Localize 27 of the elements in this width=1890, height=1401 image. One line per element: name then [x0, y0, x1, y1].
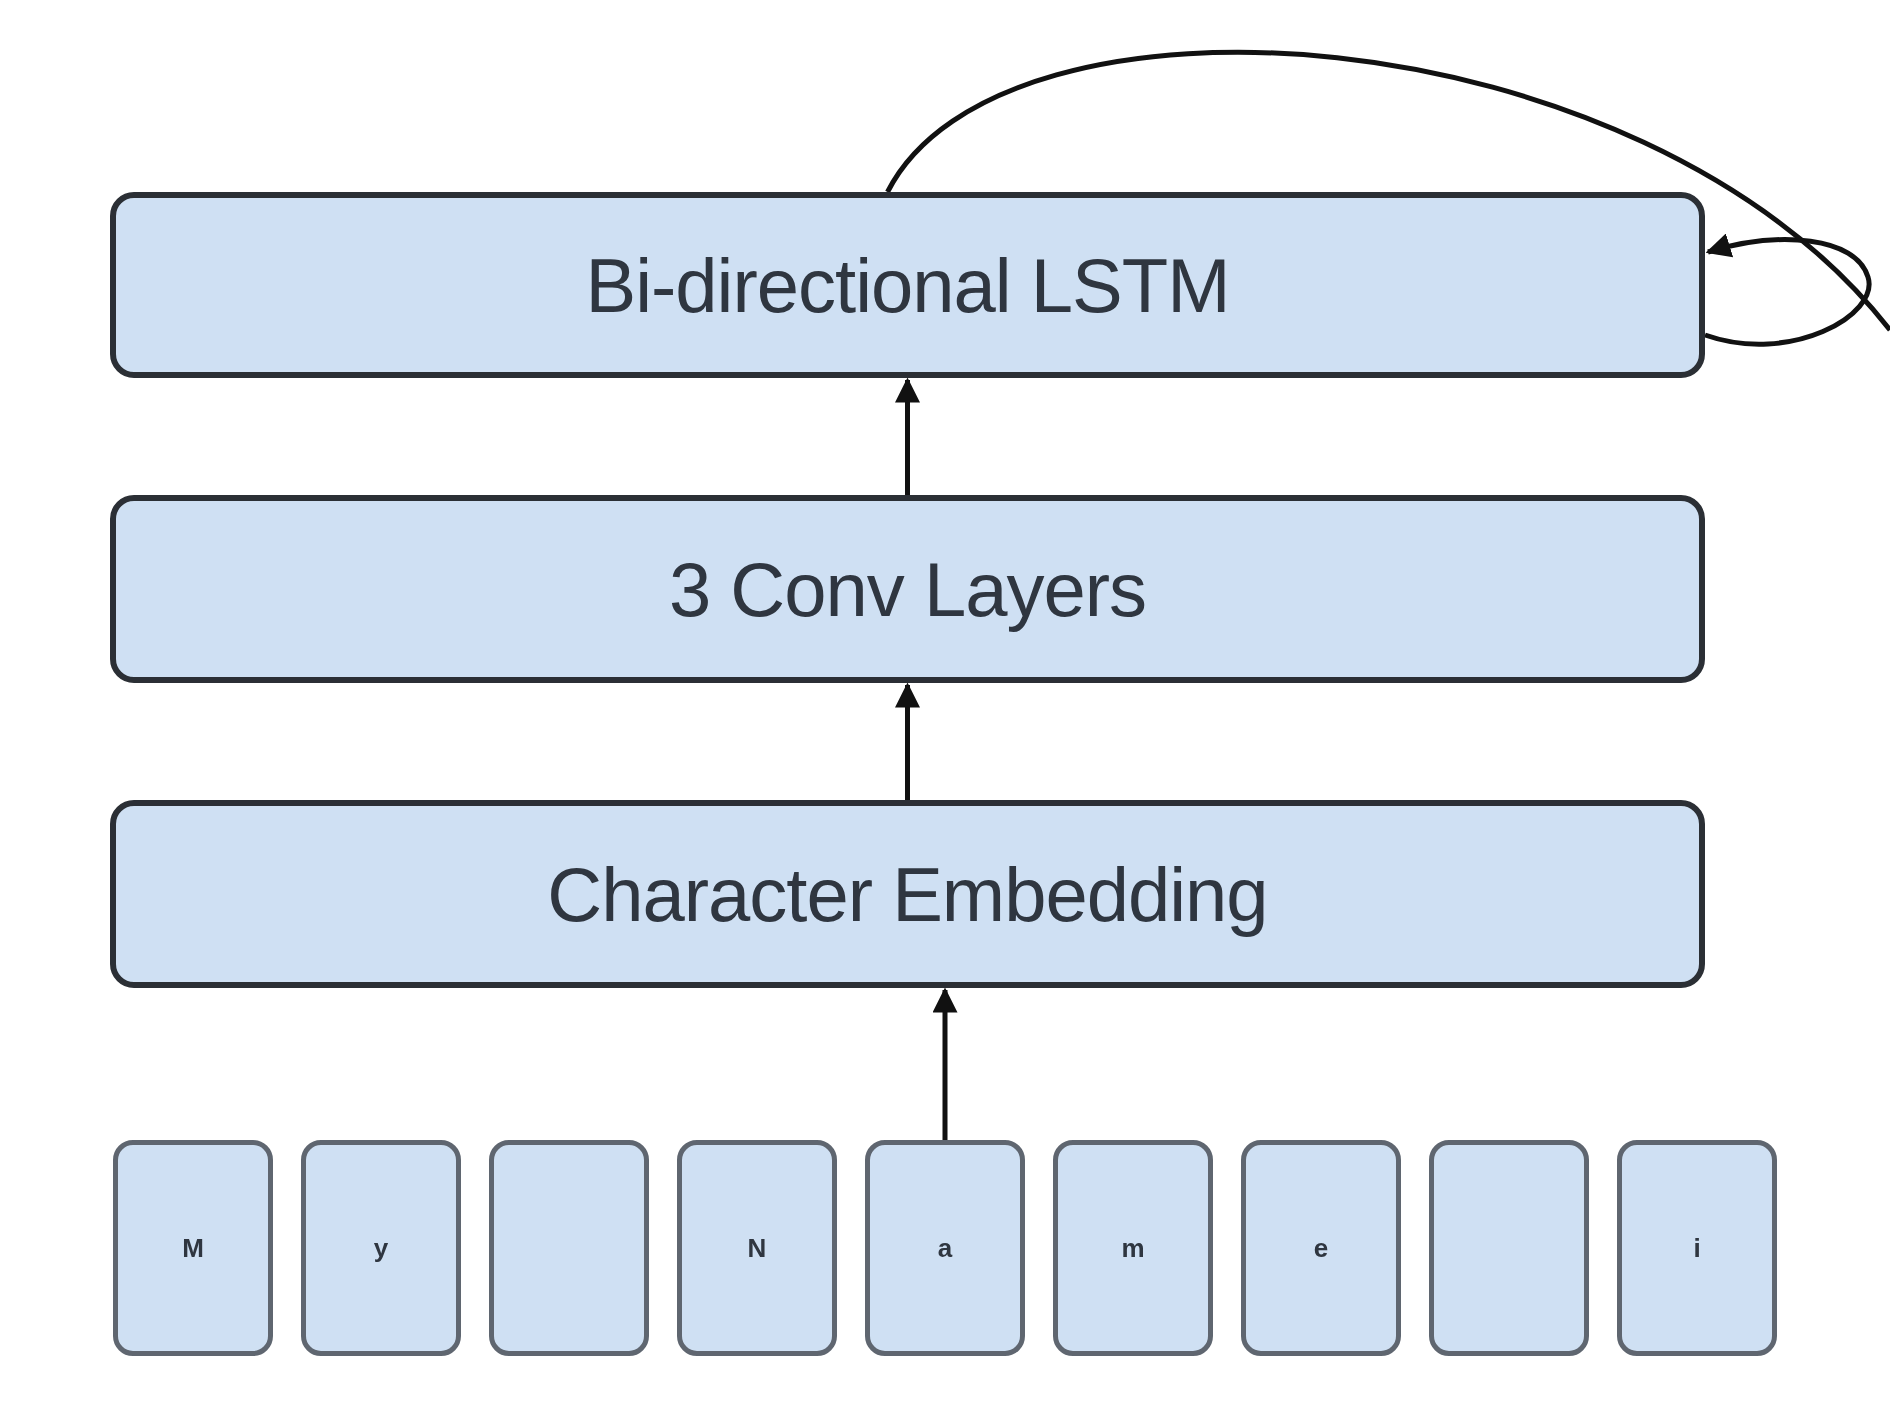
character-label: e	[1313, 1232, 1329, 1264]
empty-character-box	[1429, 1140, 1589, 1356]
layer-label: Character Embedding	[547, 850, 1268, 938]
character-label: M	[182, 1232, 204, 1264]
character-box	[677, 1140, 837, 1356]
layer-box	[110, 495, 1705, 683]
character-box	[1053, 1140, 1213, 1356]
arrow	[895, 377, 920, 495]
layer-box	[110, 800, 1705, 988]
loop-arrow	[1704, 234, 1872, 347]
layer-label: Bi-directional LSTM	[585, 241, 1230, 329]
empty-character-box	[489, 1140, 649, 1356]
curved-line	[885, 49, 1890, 332]
character-box	[1241, 1140, 1401, 1356]
arrow	[895, 682, 920, 800]
character-label: i	[1693, 1232, 1701, 1264]
character-box	[865, 1140, 1025, 1356]
layer-label: 3 Conv Layers	[669, 545, 1146, 633]
arrow	[932, 987, 958, 1140]
character-label: N	[747, 1232, 767, 1264]
character-label: y	[373, 1232, 389, 1264]
character-label: a	[937, 1232, 953, 1264]
character-box	[1617, 1140, 1777, 1356]
character-box	[113, 1140, 273, 1356]
layer-box	[110, 192, 1705, 378]
character-label: m	[1121, 1232, 1145, 1264]
character-box	[301, 1140, 461, 1356]
